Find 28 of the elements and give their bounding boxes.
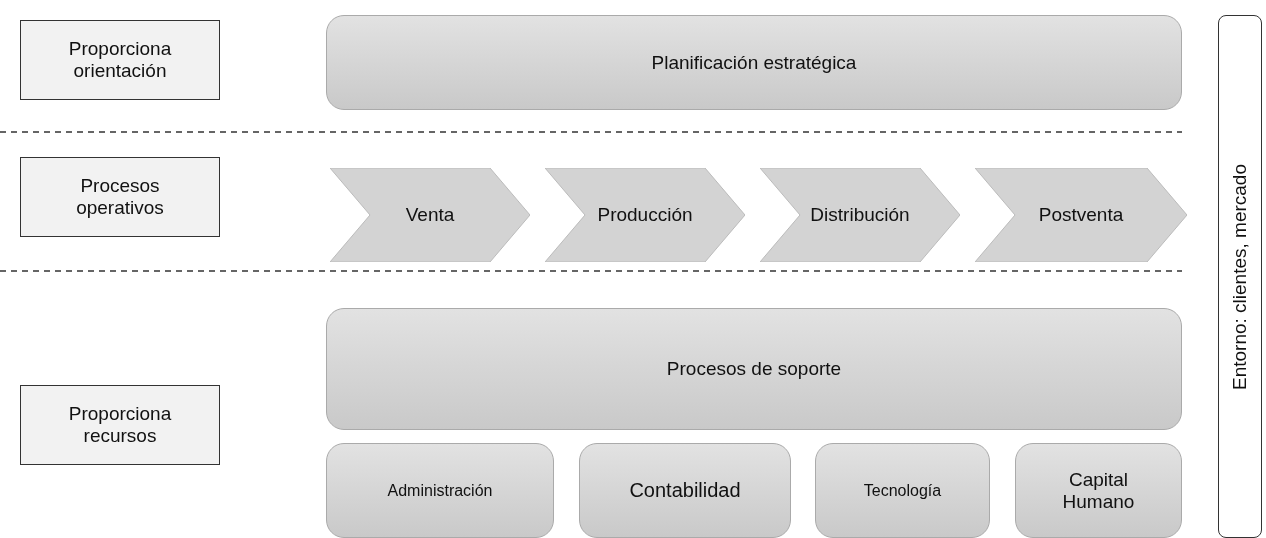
support-process-box: [1015, 443, 1182, 538]
box-label: Entorno: clientes, mercado: [1229, 163, 1251, 390]
process-step-box: [330, 168, 530, 262]
process-band: [326, 308, 1182, 430]
step-label: Postventa: [1038, 204, 1124, 226]
box-label: Procesos operativos: [75, 175, 165, 219]
band-heading-box: [20, 157, 220, 237]
process-step-box: [760, 168, 960, 262]
box-label: Administración: [387, 481, 493, 500]
support-process-box: [326, 443, 554, 538]
box-label: Proporciona recursos: [67, 403, 173, 447]
process-step-box: [545, 168, 745, 262]
step-label: Venta: [405, 204, 455, 226]
band-heading-box: [20, 385, 220, 465]
step-label: Producción: [597, 204, 693, 226]
step-label: Distribución: [810, 204, 910, 226]
support-process-box: [815, 443, 990, 538]
box-label: Capital Humano: [1061, 468, 1136, 513]
process-step-box: [975, 168, 1187, 262]
box-label: Proporciona orientación: [67, 38, 173, 82]
box-label: Planificación estratégica: [651, 51, 857, 74]
box-label: Contabilidad: [629, 479, 741, 502]
support-process-box: [579, 443, 791, 538]
box-label: Tecnología: [863, 481, 942, 500]
band-heading-box: [20, 20, 220, 100]
environment-bar: [1218, 15, 1262, 538]
box-label: Procesos de soporte: [666, 358, 842, 380]
process-band: [326, 15, 1182, 110]
